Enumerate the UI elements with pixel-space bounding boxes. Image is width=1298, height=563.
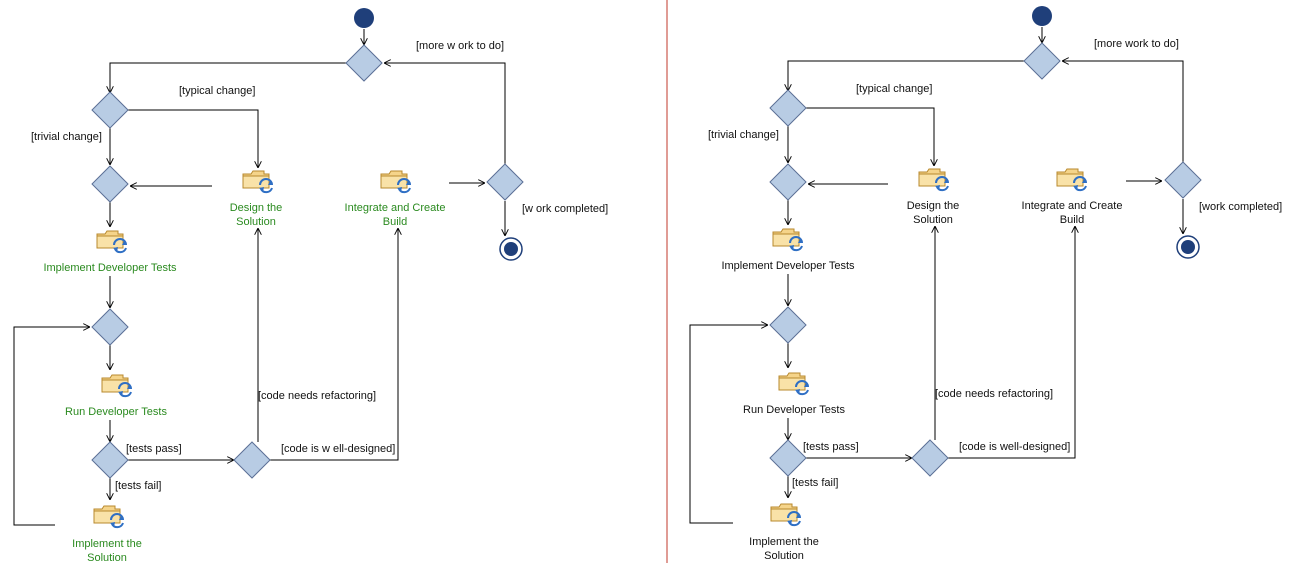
guard-tests-pass: [tests pass]: [126, 443, 182, 455]
activity-icon: [772, 228, 804, 252]
edge-typical-change: [806, 107, 934, 166]
activity-label-integrate: Integrate and Create: [1022, 200, 1123, 212]
guard-work-completed: [work completed]: [1199, 201, 1282, 213]
decision-node: [1164, 161, 1202, 199]
decision-node: [769, 89, 807, 127]
decision-node: [233, 441, 271, 479]
activity-icon: [1056, 168, 1088, 192]
merge-node: [91, 165, 129, 203]
right-diagram: Design the Solution Integrate and Create…: [689, 6, 1282, 562]
activity-label-implement-solution: Implement the: [72, 538, 142, 550]
final-node-core: [1181, 240, 1195, 254]
activity-label-run-tests: Run Developer Tests: [743, 404, 845, 416]
guard-code-well-designed: [code is w ell-designed]: [281, 443, 395, 455]
guard-code-needs-refactoring: [code needs refactoring]: [258, 390, 376, 402]
edge-to-change-decision: [788, 60, 1024, 91]
activity-label-integrate: Integrate and Create: [345, 202, 446, 214]
guard-code-well-designed: [code is well-designed]: [959, 441, 1070, 453]
edge-to-change-decision: [110, 62, 346, 93]
edge-more-work: [1062, 61, 1184, 162]
merge-node: [769, 306, 807, 344]
activity-icon: [770, 503, 802, 527]
guard-typical-change: [typical change]: [856, 83, 932, 95]
activity-label-design: Design the: [230, 202, 283, 214]
activity-label-implement-solution: Implement the: [749, 536, 819, 548]
guard-trivial-change: [trivial change]: [708, 129, 779, 141]
edge-more-work: [384, 63, 506, 164]
decision-node: [91, 441, 129, 479]
decision-node: [486, 163, 524, 201]
activity-icon: [778, 372, 810, 396]
guard-trivial-change: [trivial change]: [31, 131, 102, 143]
activity-icon: [918, 168, 950, 192]
edge-loop-back: [689, 325, 768, 524]
decision-node: [769, 439, 807, 477]
activity-label-implement-solution: Solution: [764, 550, 804, 562]
activity-label-implement-solution: Solution: [87, 552, 127, 563]
merge-node: [345, 44, 383, 82]
activity-label-design: Solution: [913, 214, 953, 226]
edge-loop-back: [13, 327, 90, 526]
edge-well-designed: [270, 228, 398, 461]
activity-label-integrate: Build: [383, 216, 407, 228]
initial-node: [1032, 6, 1052, 26]
initial-node: [354, 8, 374, 28]
left-diagram: Design the Solution Integrate and Create…: [13, 8, 608, 563]
guard-work-completed: [w ork completed]: [522, 203, 608, 215]
guard-code-needs-refactoring: [code needs refactoring]: [935, 388, 1053, 400]
guard-more-work: [more w ork to do]: [416, 40, 504, 52]
decision-node: [91, 91, 129, 129]
merge-node: [1023, 42, 1061, 80]
final-node-core: [504, 242, 518, 256]
activity-icon: [101, 374, 133, 398]
activity-label-design: Design the: [907, 200, 960, 212]
guard-tests-fail: [tests fail]: [115, 480, 161, 492]
activity-icon: [93, 505, 125, 529]
activity-label-run-tests: Run Developer Tests: [65, 406, 167, 418]
activity-icon: [380, 170, 412, 194]
guard-tests-pass: [tests pass]: [803, 441, 859, 453]
edge-well-designed: [948, 226, 1075, 459]
merge-node: [91, 308, 129, 346]
guard-typical-change: [typical change]: [179, 85, 255, 97]
decision-node: [911, 439, 949, 477]
activity-icon: [96, 230, 128, 254]
activity-label-design: Solution: [236, 216, 276, 228]
edge-typical-change: [128, 109, 258, 168]
merge-node: [769, 163, 807, 201]
activity-icon: [242, 170, 274, 194]
activity-label-integrate: Build: [1060, 214, 1084, 226]
activity-label-implement-tests: Implement Developer Tests: [721, 260, 855, 272]
guard-more-work: [more work to do]: [1094, 38, 1179, 50]
guard-tests-fail: [tests fail]: [792, 477, 838, 489]
activity-label-implement-tests: Implement Developer Tests: [43, 262, 177, 274]
